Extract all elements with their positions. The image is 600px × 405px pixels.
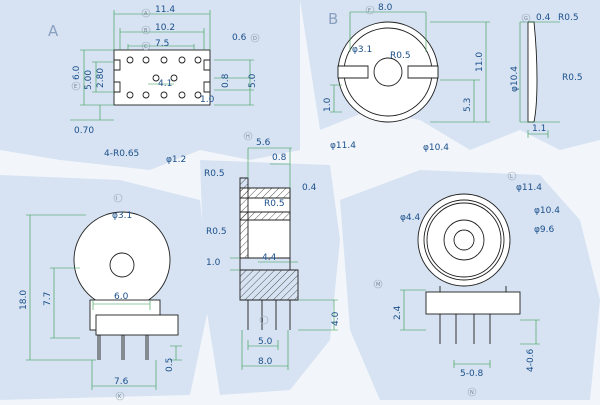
dim-e-phi-9-6: φ9.6: [534, 225, 555, 235]
dim-d-8-0: 8.0: [258, 357, 273, 367]
dim-a-0-6: 0.6: [232, 33, 247, 43]
dim-a-5-0: 5.0: [248, 73, 258, 88]
bubble-label: B: [144, 28, 148, 34]
view-d: 5.6 0.8 R0.5 0.4 R0.5 R0.5 1.0 4.4 4.0 5…: [204, 138, 341, 370]
dim-c-6-0: 6.0: [114, 292, 129, 302]
cap-ring-inner2: [426, 202, 502, 278]
view-side: 0.4 R0.5 φ10.4 R0.5 1.1: [510, 13, 583, 138]
dim-a-2-80: 2.80: [96, 68, 106, 88]
dim-e-phi-11-4: φ11.4: [516, 183, 542, 193]
dim-c-7-6: 7.6: [114, 377, 129, 387]
dim-d-4-4: 4.4: [262, 253, 277, 263]
view-letter-b: B: [328, 10, 338, 28]
view-e: φ11.4 φ4.4 φ10.4 φ9.6 2.4 4-0.6 5-0.8: [393, 183, 560, 379]
dim-a-1-0: 1.0: [200, 95, 215, 105]
view-a: 11.4 10.2 7.5 0.6 6.0 5.00 2.80 4.1 1.0 …: [70, 5, 258, 165]
bubble-label: G: [524, 16, 528, 22]
dim-a-0-70: 0.70: [74, 126, 94, 136]
dim-d-5-0: 5.0: [258, 337, 273, 347]
dim-a-0-8: 0.8: [221, 73, 231, 88]
bubble-label: N: [470, 390, 474, 396]
dim-e-5-0-8: 5-0.8: [460, 369, 484, 379]
dim-d-1-0: 1.0: [206, 258, 221, 268]
dim-a-10-2: 10.2: [155, 23, 175, 33]
dim-b-1-0: 1.0: [323, 97, 333, 112]
ring-hole: [373, 57, 403, 87]
dim-d-r0-5-c: R0.5: [206, 227, 227, 237]
view-a-notches: [114, 59, 210, 93]
dim-d-0-8: 0.8: [272, 153, 287, 163]
dim-a-7-5: 7.5: [155, 39, 169, 49]
dim-b-phi-3-1: φ3.1: [352, 45, 372, 55]
dim-d-r0-5-b: R0.5: [264, 199, 285, 209]
dim-c-phi-3-1: φ3.1: [112, 211, 132, 221]
bubble-label: A: [144, 11, 148, 17]
ring-slots: [337, 65, 439, 79]
reference-bubbles: A B C D E F G H I J K L M N: [71, 5, 531, 401]
dim-d-0-4: 0.4: [302, 183, 317, 193]
dim-e-phi-10-4: φ10.4: [534, 206, 560, 216]
dim-d-r0-5-a: R0.5: [204, 169, 225, 179]
dim-b-8-0: 8.0: [378, 3, 393, 13]
bubble-label: I: [116, 196, 117, 202]
dim-side-phi-10-4: φ10.4: [510, 66, 520, 92]
dim-b-11-0: 11.0: [475, 52, 485, 72]
dim-d-4-0: 4.0: [331, 311, 341, 326]
dim-e-phi-4-4: φ4.4: [400, 213, 421, 223]
cap-base: [425, 291, 521, 315]
dim-b-5-3: 5.3: [463, 98, 473, 112]
bubble-label: C: [144, 44, 148, 50]
dim-a-6-0: 6.0: [72, 65, 82, 80]
cap-hole: [453, 229, 475, 251]
dim-c-7-7: 7.7: [43, 292, 53, 306]
dim-c-0-5: 0.5: [165, 358, 175, 372]
dim-b-phi-11-4: φ11.4: [330, 141, 356, 151]
view-a-pins: [126, 56, 202, 99]
dim-a-11-4: 11.4: [155, 5, 175, 15]
bubble-label: F: [368, 8, 371, 14]
bubble-label: E: [74, 84, 77, 90]
dim-a-4-1: 4.1: [158, 79, 172, 89]
dim-a-4-r0-65: 4-R0.65: [104, 149, 139, 159]
ring-side-profile: [527, 21, 538, 123]
dim-e-4-0-6: 4-0.6: [526, 348, 536, 372]
bubble-label: D: [253, 36, 257, 42]
bubble-label: M: [376, 282, 380, 288]
section-base-hatch: [239, 269, 299, 301]
bubble-label: L: [510, 174, 513, 180]
view-b: 8.0 φ3.1 R0.5 11.0 5.3 1.0 φ11.4 φ10.4: [323, 3, 490, 153]
coil-base-flange: [95, 314, 179, 336]
dim-side-r0-5-top: R0.5: [558, 13, 579, 23]
dim-d-5-6: 5.6: [256, 138, 271, 148]
cap-pins: [439, 286, 507, 344]
bubble-label: K: [118, 394, 122, 400]
coil-pins: [97, 335, 149, 360]
dim-b-phi-10-4: φ10.4: [423, 143, 449, 153]
dim-e-2-4: 2.4: [393, 305, 403, 320]
section-pins: [239, 258, 291, 330]
view-c: φ3.1 18.0 7.7 6.0 0.5 7.6: [19, 211, 182, 390]
dim-c-18-0: 18.0: [19, 290, 29, 310]
dim-a-phi-1-2: φ1.2: [166, 155, 186, 165]
bubble-label: J: [261, 318, 263, 324]
dim-side-1-1: 1.1: [532, 124, 546, 134]
bubble-label: H: [246, 134, 250, 140]
dim-side-r0-5-bottom: R0.5: [562, 73, 583, 83]
coil-hole: [109, 252, 135, 278]
dim-b-r0-5: R0.5: [390, 51, 411, 61]
cap-ring-inner: [423, 199, 505, 281]
dim-side-0-4: 0.4: [536, 13, 551, 23]
section-wall-hatch: [239, 177, 249, 259]
view-letter-a: A: [48, 22, 59, 40]
dim-a-5-00: 5.00: [84, 70, 94, 90]
